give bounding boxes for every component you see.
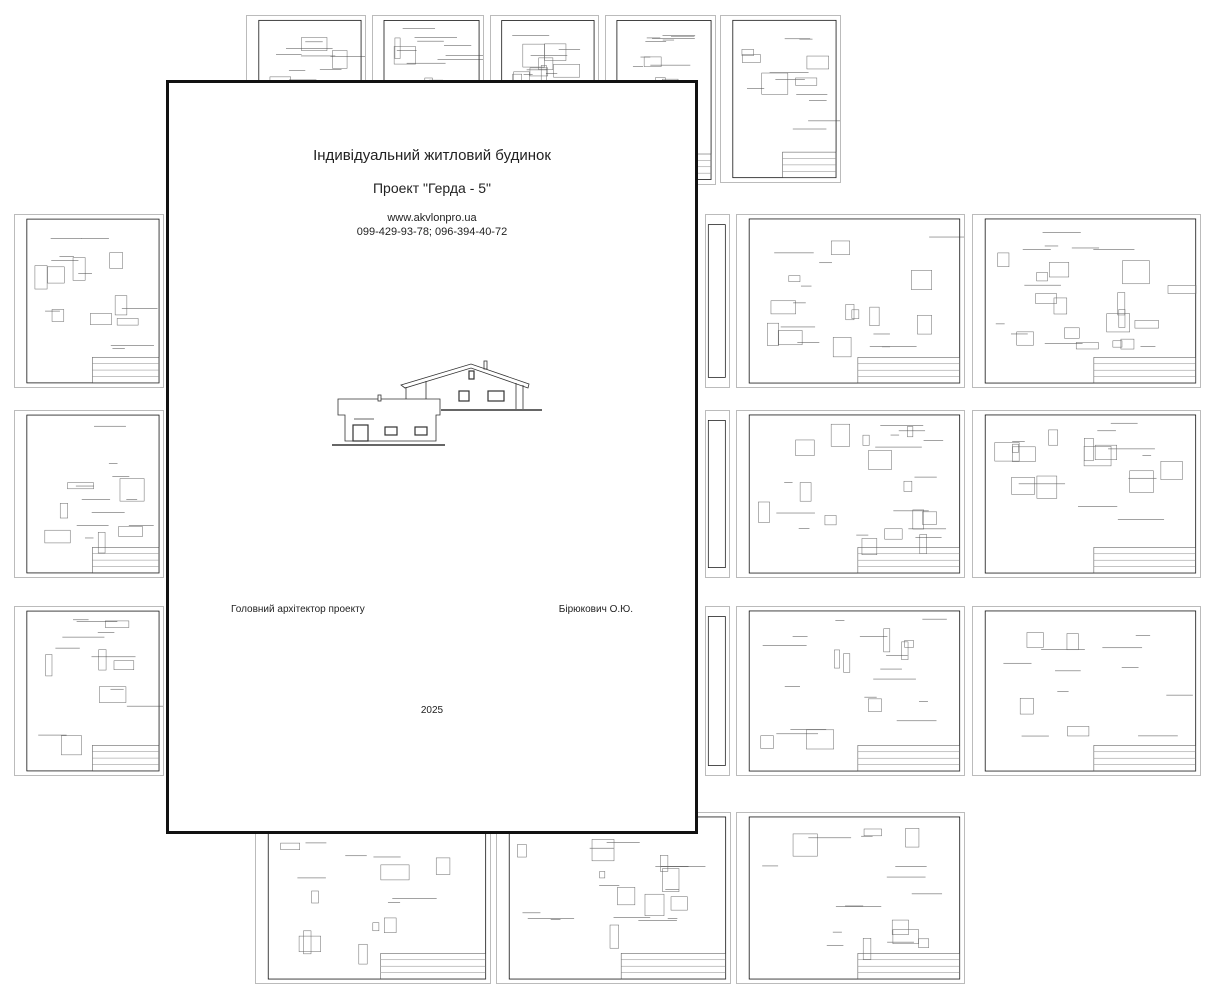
sheet-thumbnail-floor-plan[interactable] — [14, 214, 164, 388]
sheet-thumbnail-roof-framing[interactable] — [972, 606, 1201, 776]
sheet-thumbnail-slab-plan[interactable] — [14, 606, 164, 776]
sheet-thumbnail-partial[interactable] — [705, 606, 730, 776]
project-year: 2025 — [420, 705, 444, 716]
sheet-thumbnail-partial[interactable] — [705, 410, 730, 578]
architect-name: Бірюкович О.Ю. — [558, 604, 633, 615]
architect-label: Головний архітектор проекту — [231, 604, 365, 615]
sheet-thumbnail-lintels[interactable] — [972, 410, 1201, 578]
sheet-thumbnail-elevations[interactable] — [736, 214, 965, 388]
sheet-thumbnail-slab-details[interactable] — [736, 606, 965, 776]
contact-phones: 099-429-93-78; 096-394-40-72 — [356, 226, 508, 238]
sheet-thumbnail-site-plan[interactable] — [720, 15, 841, 183]
sheet-thumbnail-elevations-3d[interactable] — [972, 214, 1201, 388]
project-title: Індивідуальний житловий будинок — [313, 147, 551, 164]
sheet-thumbnail-foundation-plan[interactable] — [14, 410, 164, 578]
project-subtitle: Проект "Герда - 5" — [372, 180, 492, 196]
website-link[interactable]: www.akvlonpro.ua — [387, 212, 477, 224]
sheet-thumbnail-sections[interactable] — [255, 812, 491, 984]
sheet-thumbnail-rafter-plan[interactable] — [736, 812, 965, 984]
sheet-thumbnail-foundation-details[interactable] — [736, 410, 965, 578]
house-elevation-drawing — [332, 360, 542, 446]
sheet-thumbnail-partial[interactable] — [705, 214, 730, 388]
cover-sheet[interactable]: Індивідуальний житловий будинок Проект "… — [166, 80, 698, 834]
sheet-thumbnail-roof-details[interactable] — [496, 812, 731, 984]
